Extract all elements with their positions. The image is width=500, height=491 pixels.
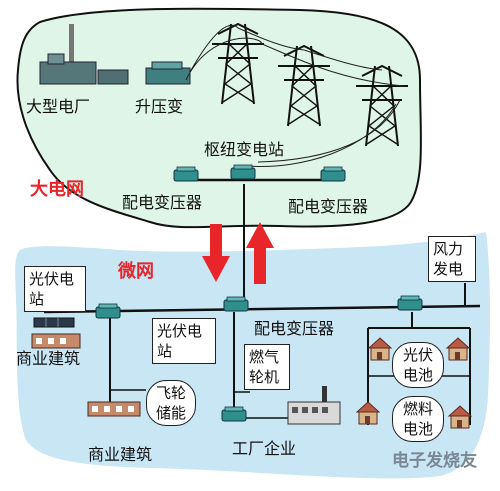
big-grid-region <box>16 7 422 229</box>
factory-label: 工厂企业 <box>232 439 297 458</box>
commercial-building-icon <box>87 401 141 417</box>
flywheel-label-line: 储能 <box>155 404 186 422</box>
step-up-transformer-icon <box>145 61 191 85</box>
gas-turbine-label-line: 燃气 <box>249 348 280 366</box>
hub-substation-label: 枢纽变电站 <box>204 140 285 159</box>
pv-station-label-line: 站 <box>157 342 173 360</box>
dist-transformer-label: 配电变压器 <box>288 197 369 216</box>
pv-battery-label-line: 光伏 <box>402 346 433 364</box>
pv-battery-label-line: 电池 <box>402 366 433 384</box>
microgrid-section-label: 微网 <box>118 261 154 282</box>
wind-power-label-line: 风力 <box>433 240 464 258</box>
commercial-building-icon <box>31 333 81 349</box>
wind-power-label-line: 发电 <box>433 260 464 278</box>
dist-transformer-label: 配电变压器 <box>254 319 335 338</box>
dist-transformer-label: 配电变压器 <box>122 193 203 212</box>
gas-turbine-label-line: 轮机 <box>249 368 280 386</box>
flywheel-storage-box: 飞轮 储能 <box>146 380 196 426</box>
pv-station-label-line: 站 <box>29 290 45 308</box>
gas-turbine-box: 燃气 轮机 <box>244 344 290 390</box>
pv-station-left-box: 光伏电 站 <box>24 266 86 312</box>
watermark: 电子发烧友 <box>392 451 477 471</box>
power-plant-icon <box>39 24 129 85</box>
down-arrow <box>202 224 230 282</box>
pv-station-label-line: 光伏电 <box>29 270 75 288</box>
flywheel-label-line: 飞轮 <box>155 384 186 402</box>
commercial-building-label: 商业建筑 <box>16 349 81 368</box>
step-up-transformer-label: 升压变 <box>135 97 184 116</box>
fuel-cell-label-line: 燃料 <box>402 400 433 418</box>
pv-panel-icon <box>33 317 75 328</box>
pv-station-center-box: 光伏电 站 <box>152 318 216 364</box>
pv-station-label-line: 光伏电 <box>157 322 203 340</box>
factory-icon <box>287 386 341 425</box>
power-plant-label: 大型电厂 <box>26 97 91 116</box>
fuel-cell-label-line: 电池 <box>402 420 433 438</box>
up-arrow <box>246 222 274 284</box>
big-grid-section-label: 大电网 <box>30 179 84 200</box>
pv-battery-box: 光伏 电池 <box>392 342 444 388</box>
commercial-building-label: 商业建筑 <box>88 445 153 464</box>
fuel-cell-box: 燃料 电池 <box>392 396 444 442</box>
wind-power-box: 风力 发电 <box>428 236 476 282</box>
